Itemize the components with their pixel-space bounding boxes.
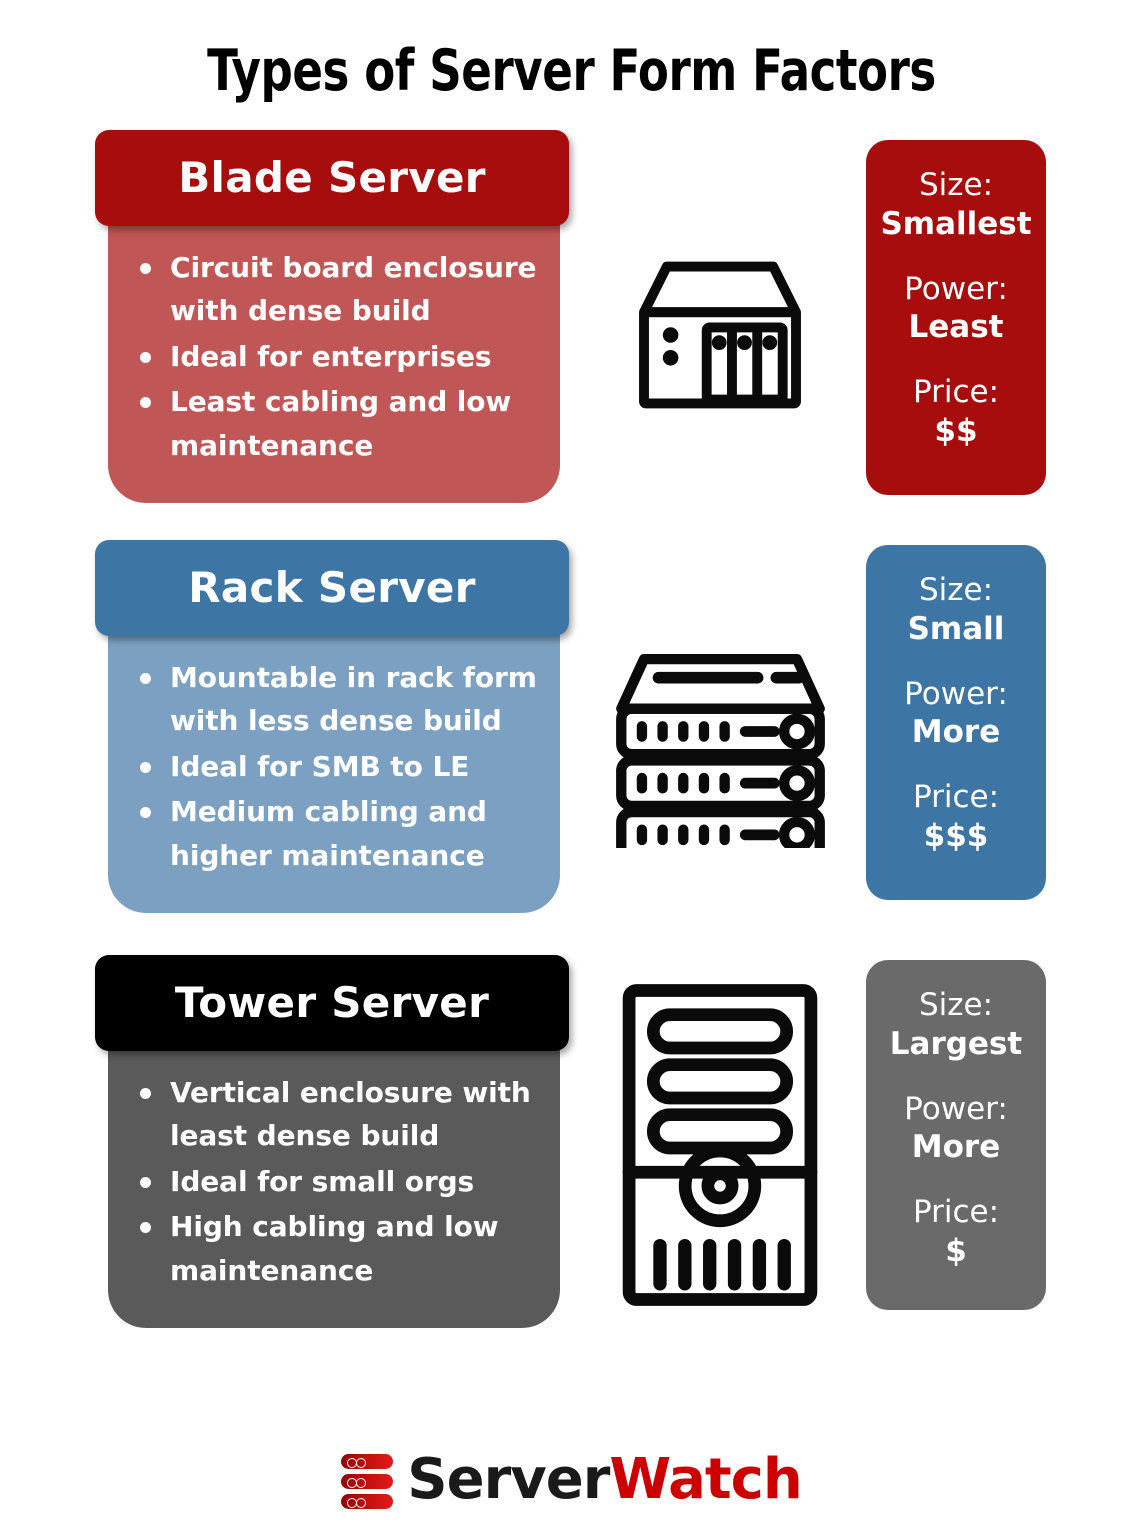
spec-label: Size:: [918, 167, 994, 203]
tower-server-spec-box: Size: Largest Power: More Price: $: [866, 960, 1046, 1310]
spec-value: More: [911, 714, 1001, 751]
tower-server-card-body: Vertical enclosure with least dense buil…: [108, 1041, 560, 1328]
blade-server-card-header: Blade Server: [95, 130, 569, 226]
rack-server-card-body: Mountable in rack form with less dense b…: [108, 626, 560, 913]
brand-wordmark: ServerWatch: [407, 1451, 802, 1508]
list-item: Ideal for small orgs: [130, 1160, 542, 1203]
spec-value: Least: [908, 309, 1004, 346]
list-item: Mountable in rack form with less dense b…: [130, 656, 542, 743]
rack-server-title: Rack Server: [188, 563, 476, 612]
spec-value: $: [945, 1232, 967, 1269]
list-item: Vertical enclosure with least dense buil…: [130, 1071, 542, 1158]
tower-server-icon-cell: [592, 955, 848, 1335]
serverwatch-logo-mark-icon: [341, 1454, 394, 1509]
list-item: High cabling and low maintenance: [130, 1205, 542, 1292]
spec-value: Largest: [889, 1025, 1023, 1062]
blade-server-icon: [639, 261, 801, 409]
site-logo[interactable]: ServerWatch: [0, 1450, 1143, 1509]
logo-bar: [341, 1454, 394, 1469]
rack-server-icon: [615, 653, 825, 848]
server-type-list: Blade Server Circuit board enclosure wit…: [0, 130, 1143, 1335]
rack-server-card: Rack Server Mountable in rack form with …: [95, 540, 569, 913]
spec-label: Power:: [904, 675, 1008, 712]
spec-value: More: [911, 1129, 1001, 1166]
spec-group-price: Price: $: [874, 1193, 1038, 1271]
spec-value: Small: [907, 610, 1005, 647]
blade-server-card: Blade Server Circuit board enclosure wit…: [95, 130, 569, 503]
spec-label: Price:: [912, 1194, 1000, 1230]
spec-label: Power:: [904, 1090, 1008, 1127]
logo-bar: [341, 1474, 394, 1489]
spec-group-power: Power: More: [874, 1090, 1038, 1168]
list-item: Ideal for SMB to LE: [130, 745, 542, 788]
spec-group-power: Power: More: [874, 675, 1038, 753]
spec-group-size: Size: Small: [874, 571, 1038, 649]
list-item: Medium cabling and higher maintenance: [130, 790, 542, 877]
blade-server-feature-list: Circuit board enclosure with dense build…: [130, 246, 542, 467]
list-item: Circuit board enclosure with dense build: [130, 246, 542, 333]
server-type-row-rack: Rack Server Mountable in rack form with …: [0, 540, 1143, 955]
spec-group-power: Power: Least: [874, 270, 1038, 348]
tower-server-feature-list: Vertical enclosure with least dense buil…: [130, 1071, 542, 1292]
tower-server-card: Tower Server Vertical enclosure with lea…: [95, 955, 569, 1328]
spec-label: Price:: [912, 374, 1000, 410]
list-item: Least cabling and low maintenance: [130, 380, 542, 467]
spec-label: Power:: [904, 270, 1008, 307]
tower-server-card-header: Tower Server: [95, 955, 569, 1051]
spec-value: $$: [934, 412, 978, 449]
blade-server-title: Blade Server: [178, 153, 486, 202]
spec-value: Smallest: [880, 205, 1032, 242]
spec-label: Size:: [918, 572, 994, 608]
rack-server-icon-cell: [592, 540, 848, 955]
list-item: Ideal for enterprises: [130, 335, 542, 378]
server-type-row-blade: Blade Server Circuit board enclosure wit…: [0, 130, 1143, 540]
spec-label: Size:: [918, 987, 994, 1023]
spec-group-price: Price: $$$: [874, 778, 1038, 856]
spec-group-size: Size: Largest: [874, 986, 1038, 1064]
blade-server-card-body: Circuit board enclosure with dense build…: [108, 216, 560, 503]
blade-server-icon-cell: [592, 130, 848, 540]
rack-server-card-header: Rack Server: [95, 540, 569, 636]
logo-bar: [341, 1494, 394, 1509]
spec-value: $$$: [923, 817, 989, 854]
server-type-row-tower: Tower Server Vertical enclosure with lea…: [0, 955, 1143, 1335]
spec-group-price: Price: $$: [874, 373, 1038, 451]
rack-server-spec-box: Size: Small Power: More Price: $$$: [866, 545, 1046, 900]
brand-word-server: Server: [407, 1446, 610, 1512]
spec-label: Price:: [912, 779, 1000, 815]
brand-word-watch: Watch: [609, 1446, 802, 1512]
page-title: Types of Server Form Factors: [207, 38, 936, 104]
blade-server-spec-box: Size: Smallest Power: Least Price: $$: [866, 140, 1046, 495]
tower-server-icon: [622, 984, 818, 1306]
tower-server-title: Tower Server: [174, 978, 490, 1027]
rack-server-feature-list: Mountable in rack form with less dense b…: [130, 656, 542, 877]
spec-group-size: Size: Smallest: [874, 166, 1038, 244]
